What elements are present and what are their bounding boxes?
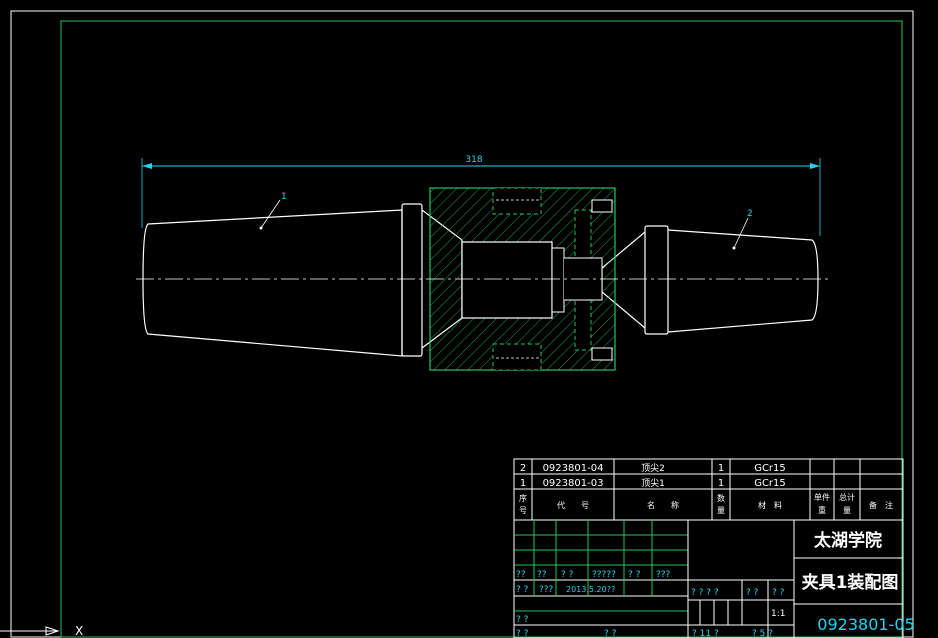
header-material: 材 料 — [758, 500, 782, 510]
header-code: 代 号 — [557, 500, 589, 510]
mid-cell: ? ? — [772, 588, 785, 598]
sig-cell: ?? — [516, 570, 526, 580]
school-name: 太湖学院 — [814, 530, 882, 551]
sig-cell: ??? — [539, 585, 554, 595]
dimension-318: 318 — [465, 155, 482, 165]
sig-cell: ? ? — [561, 570, 574, 580]
assembly-drawing: 318 — [136, 155, 828, 371]
part-no: 2 — [520, 463, 526, 474]
sig-cell: ??? — [656, 570, 671, 580]
date-cell: 2013.5.20?? — [566, 585, 615, 594]
leader-2: 2 — [732, 209, 753, 250]
drawing-title: 夹具1装配图 — [802, 572, 899, 593]
sig-cell: ? ? — [516, 629, 529, 638]
sig-cell: ? ? — [604, 629, 617, 638]
part-no: 1 — [520, 478, 526, 489]
header-qty-bottom: 量 — [717, 506, 725, 515]
ucs-axis-icon: X — [0, 624, 83, 638]
header-unit-weight-bottom: 重 — [818, 505, 826, 515]
leader-1-label: 1 — [281, 192, 287, 202]
scale-sheet-cells: ? ? ? ? ? ? ? ? 1:1 ? 11 ? ? 5 ? — [691, 588, 785, 638]
drawing-number: 0923801-05 — [817, 615, 914, 634]
sig-cell: ? ? — [516, 615, 529, 625]
axis-x-label: X — [75, 624, 83, 638]
part-2-right-center — [601, 225, 819, 335]
leader-1: 1 — [259, 192, 287, 230]
part-qty: 1 — [718, 463, 724, 474]
part-material: GCr15 — [754, 463, 786, 474]
header-total-weight-bottom: 量 — [843, 506, 851, 515]
title-block — [513, 458, 904, 638]
parts-header: 序 号 代 号 名 称 数 量 材 料 单件 重 总计 量 备 注 — [519, 492, 893, 515]
parts-row: 2 0923801-04 顶尖2 1 GCr15 — [520, 462, 786, 474]
part-code: 0923801-04 — [543, 463, 604, 474]
part-1-left-center — [142, 203, 463, 357]
mid-cell: ? ? — [746, 588, 759, 598]
header-total-weight-top: 总计 — [839, 492, 855, 502]
sheet-cell: ? 11 ? — [692, 629, 719, 638]
drawing-frame — [60, 20, 903, 638]
sig-cell: ????? — [592, 570, 616, 580]
part-name: 顶尖1 — [641, 477, 665, 489]
header-remark: 备 注 — [869, 500, 893, 510]
sig-cell: ?? — [537, 570, 547, 580]
overall-dimension: 318 — [141, 155, 821, 236]
parts-list: 2 0923801-04 顶尖2 1 GCr15 1 0923801-03 顶尖… — [519, 462, 893, 515]
mid-cell: ? ? ? ? — [691, 588, 719, 598]
sig-cell: ? ? — [516, 585, 529, 595]
header-no-bottom: 号 — [519, 506, 527, 515]
part-name: 顶尖2 — [641, 462, 665, 474]
header-no-top: 序 — [519, 493, 527, 503]
header-name: 名 称 — [647, 500, 679, 510]
sig-cell: ? ? — [628, 570, 641, 580]
scale-cell: 1:1 — [771, 609, 785, 619]
part-qty: 1 — [718, 478, 724, 489]
header-unit-weight-top: 单件 — [814, 492, 830, 502]
leader-2-label: 2 — [747, 209, 753, 219]
parts-row: 1 0923801-03 顶尖1 1 GCr15 — [520, 477, 786, 489]
signature-rows: ?? ?? ? ? ????? ? ? ??? ? ? ??? 2013.5.2… — [516, 570, 671, 638]
header-qty-top: 数 — [717, 493, 725, 503]
part-code: 0923801-03 — [543, 478, 604, 489]
sheet-cell: ? 5 ? — [752, 629, 773, 638]
part-material: GCr15 — [754, 478, 786, 489]
